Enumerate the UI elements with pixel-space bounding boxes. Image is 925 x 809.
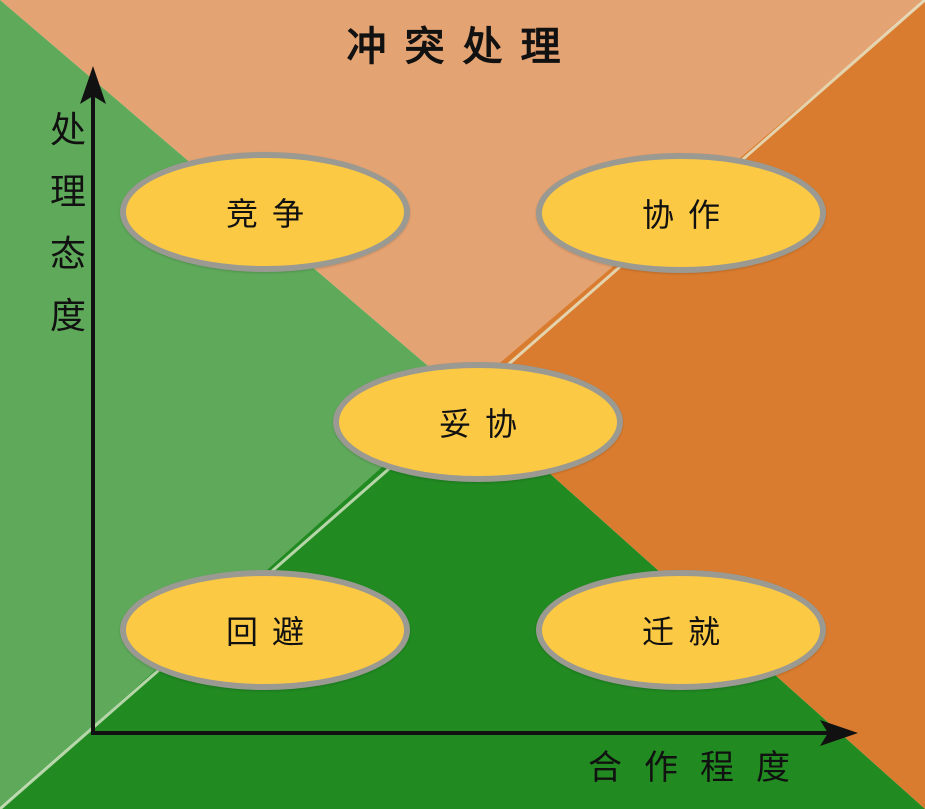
x-axis-label: 合作程度 — [588, 748, 812, 788]
node-competition-label: 竞争 — [225, 195, 318, 233]
y-axis-arrow-icon — [80, 66, 106, 104]
node-avoidance-label: 回避 — [225, 613, 318, 651]
region-left — [0, 0, 462, 809]
node-compromise: 妥协 — [333, 362, 623, 482]
node-accommodation-label: 迁就 — [641, 613, 734, 651]
diagram-title: 冲突处理 — [346, 24, 579, 70]
y-axis-label: 处理态度 — [49, 110, 86, 337]
x-axis-arrow-icon — [820, 720, 858, 746]
region-bottom — [0, 395, 925, 809]
node-collaboration: 协作 — [536, 153, 826, 273]
node-avoidance: 回避 — [120, 570, 410, 690]
node-accommodation: 迁就 — [536, 570, 826, 690]
region-top — [0, 0, 925, 395]
node-compromise-label: 妥协 — [438, 405, 531, 443]
node-collaboration-label: 协作 — [641, 196, 734, 234]
node-competition: 竞争 — [120, 152, 410, 272]
